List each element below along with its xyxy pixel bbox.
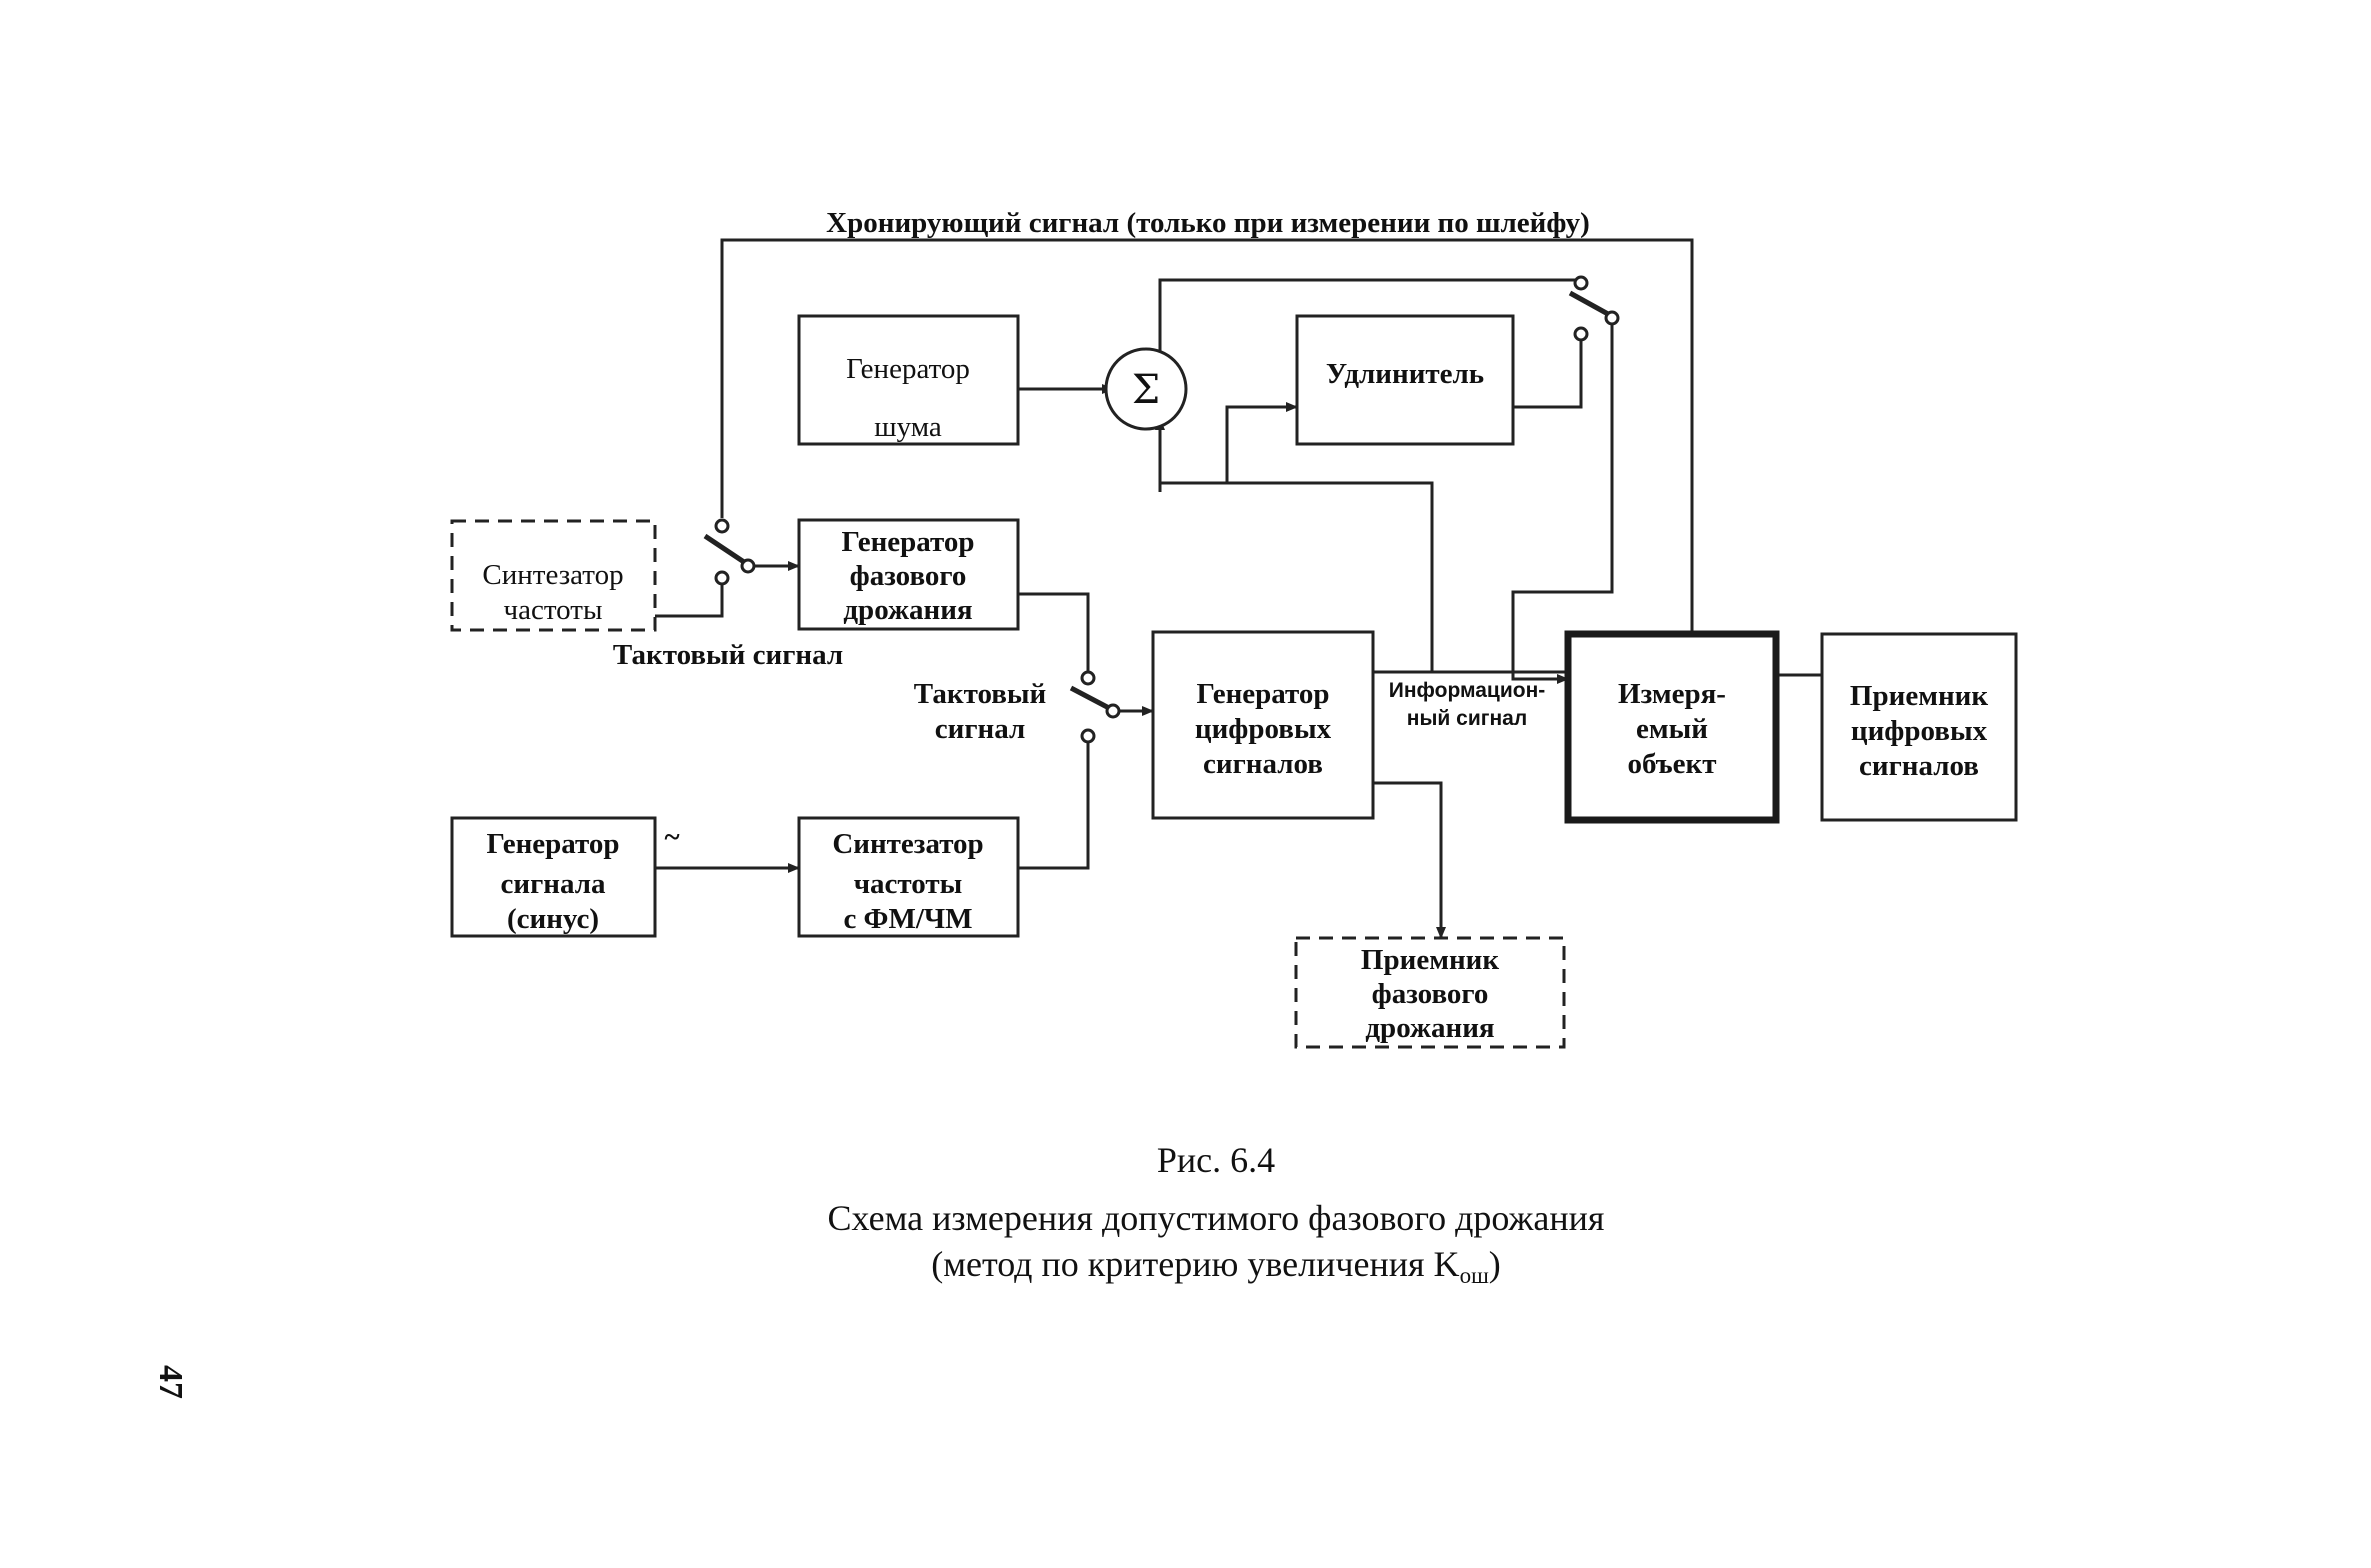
digital-receiver-block: Приемник цифровых сигналов bbox=[1820, 632, 2018, 822]
fm-synthesizer-label-2: частоты bbox=[854, 868, 963, 900]
figure-caption-line-1: Схема измерения допустимого фазового дро… bbox=[828, 1198, 1605, 1238]
wire-synthfm-to-switch2 bbox=[1018, 742, 1090, 870]
digital-receiver-label-3: сигналов bbox=[1859, 750, 1979, 782]
info-signal-label-2: ный сигнал bbox=[1407, 707, 1527, 730]
digital-signal-generator-block: Генератор цифровых сигналов bbox=[1151, 630, 1375, 820]
dut-label-2: емый bbox=[1636, 713, 1708, 745]
clock-signal-label-2a: Тактовый bbox=[914, 678, 1046, 710]
wire-synth-to-switch1 bbox=[655, 582, 724, 618]
jitter-generator-label-2: фазового bbox=[850, 560, 967, 592]
signal-generator-block: Генератор сигнала (синус) bbox=[450, 816, 657, 938]
device-under-test-block: Измеря- емый объект bbox=[1564, 630, 1780, 824]
clock-signal-label-1: Тактовый сигнал bbox=[613, 639, 843, 671]
jitter-receiver-label-3: дрожания bbox=[1365, 1012, 1494, 1044]
clock-loop-label: Хронирующий сигнал (только при измерении… bbox=[826, 207, 1590, 239]
noise-generator-label-2: шума bbox=[874, 411, 942, 443]
digital-generator-label-3: сигналов bbox=[1203, 748, 1323, 780]
sine-symbol: ~ bbox=[664, 821, 679, 853]
clock-signal-label-2b: сигнал bbox=[935, 713, 1025, 745]
wire-jitter-to-switch2 bbox=[1018, 592, 1090, 672]
wire-switch3-to-dut bbox=[1511, 318, 1614, 684]
info-signal-label-1: Информацион- bbox=[1389, 679, 1546, 702]
caption-line-2-main: (метод по критерию увеличения K bbox=[931, 1244, 1459, 1284]
wire-to-extender bbox=[1225, 402, 1298, 483]
wire-clock-loop bbox=[720, 238, 1694, 632]
jitter-receiver-block: Приемник фазового дрожания bbox=[1294, 936, 1566, 1049]
frequency-synthesizer-label-1: Синтезатор bbox=[482, 559, 623, 591]
page-number: 47 bbox=[152, 1365, 189, 1399]
jitter-receiver-label-2: фазового bbox=[1372, 978, 1489, 1010]
switch-2 bbox=[1069, 670, 1121, 744]
jitter-generator-label-3: дрожания bbox=[843, 594, 972, 626]
digital-generator-label-1: Генератор bbox=[1196, 678, 1329, 710]
digital-generator-label-2: цифровых bbox=[1195, 713, 1332, 745]
figure-caption-line-2: (метод по критерию увеличения Kош) bbox=[931, 1244, 1501, 1288]
switch-3 bbox=[1568, 275, 1620, 342]
wire-sum-to-switch-top bbox=[1158, 278, 1581, 364]
extender-label: Удлинитель bbox=[1326, 358, 1484, 390]
fm-frequency-synthesizer-block: Синтезатор частоты с ФМ/ЧМ bbox=[797, 816, 1020, 938]
signal-generator-label-3: (синус) bbox=[507, 903, 599, 935]
summator: Σ bbox=[1104, 347, 1188, 431]
switch-1 bbox=[703, 518, 756, 586]
jitter-generator-block: Генератор фазового дрожания bbox=[797, 518, 1020, 631]
wire-extender-out bbox=[1513, 340, 1583, 409]
caption-line-2-sub: ош bbox=[1460, 1263, 1490, 1288]
digital-receiver-label-2: цифровых bbox=[1851, 715, 1988, 747]
wire-info-feedback bbox=[1160, 481, 1434, 672]
jitter-receiver-label-1: Приемник bbox=[1361, 944, 1499, 976]
digital-receiver-label-1: Приемник bbox=[1850, 680, 1988, 712]
frequency-synthesizer-label-2: частоты bbox=[504, 594, 603, 626]
jitter-generator-label-1: Генератор bbox=[841, 526, 974, 558]
wire-digital-to-jitterrx bbox=[1373, 781, 1446, 939]
fm-synthesizer-label-1: Синтезатор bbox=[832, 828, 983, 860]
signal-generator-label-2: сигнала bbox=[501, 868, 606, 900]
caption-line-2-end: ) bbox=[1489, 1244, 1501, 1284]
extender-block: Удлинитель bbox=[1295, 314, 1515, 446]
dut-label-3: объект bbox=[1627, 748, 1716, 780]
dut-label-1: Измеря- bbox=[1618, 678, 1726, 710]
frequency-synthesizer-block: Синтезатор частоты bbox=[450, 519, 657, 632]
noise-generator-block: Генератор шума bbox=[797, 314, 1020, 446]
signal-generator-label-1: Генератор bbox=[486, 828, 619, 860]
figure-number: Рис. 6.4 bbox=[1157, 1140, 1275, 1180]
sum-symbol: Σ bbox=[1132, 367, 1160, 413]
noise-generator-label-1: Генератор bbox=[846, 353, 970, 385]
fm-synthesizer-label-3: с ФМ/ЧМ bbox=[843, 903, 972, 935]
